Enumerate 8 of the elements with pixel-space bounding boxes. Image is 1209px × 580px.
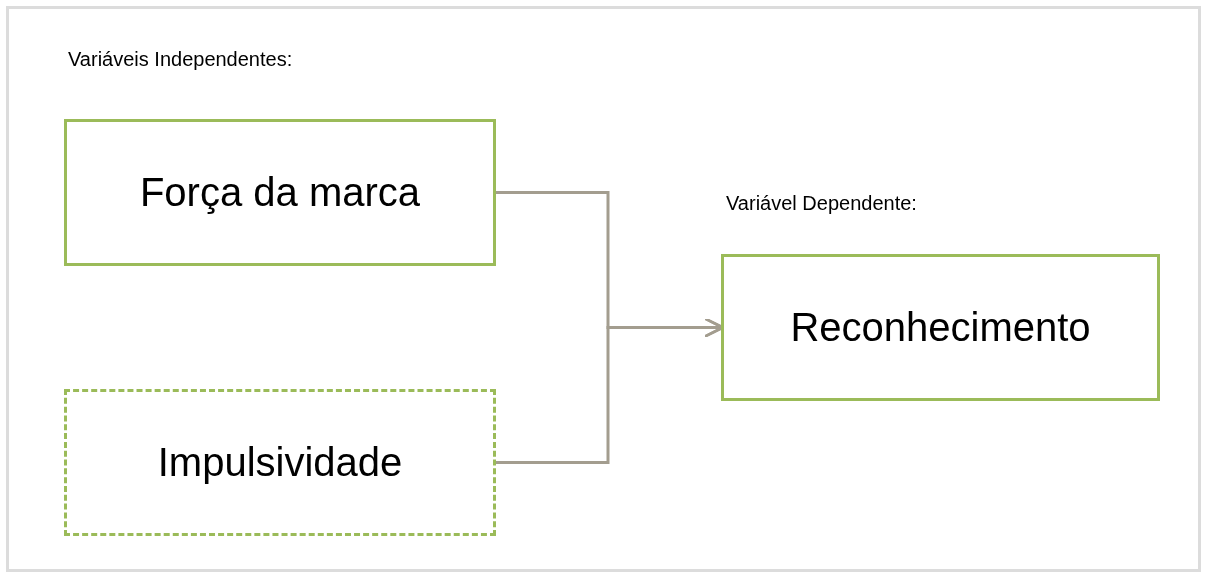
- box-label: Impulsividade: [157, 440, 403, 485]
- box-label: Reconhecimento: [790, 305, 1091, 350]
- dashed-box: [64, 389, 496, 536]
- heading-label: Variáveis Independentes:: [68, 48, 293, 71]
- variable-box: [64, 119, 496, 266]
- variable-box: [721, 254, 1160, 401]
- box-label: Força da marca: [139, 170, 421, 215]
- heading-label: Variável Dependente:: [726, 192, 917, 215]
